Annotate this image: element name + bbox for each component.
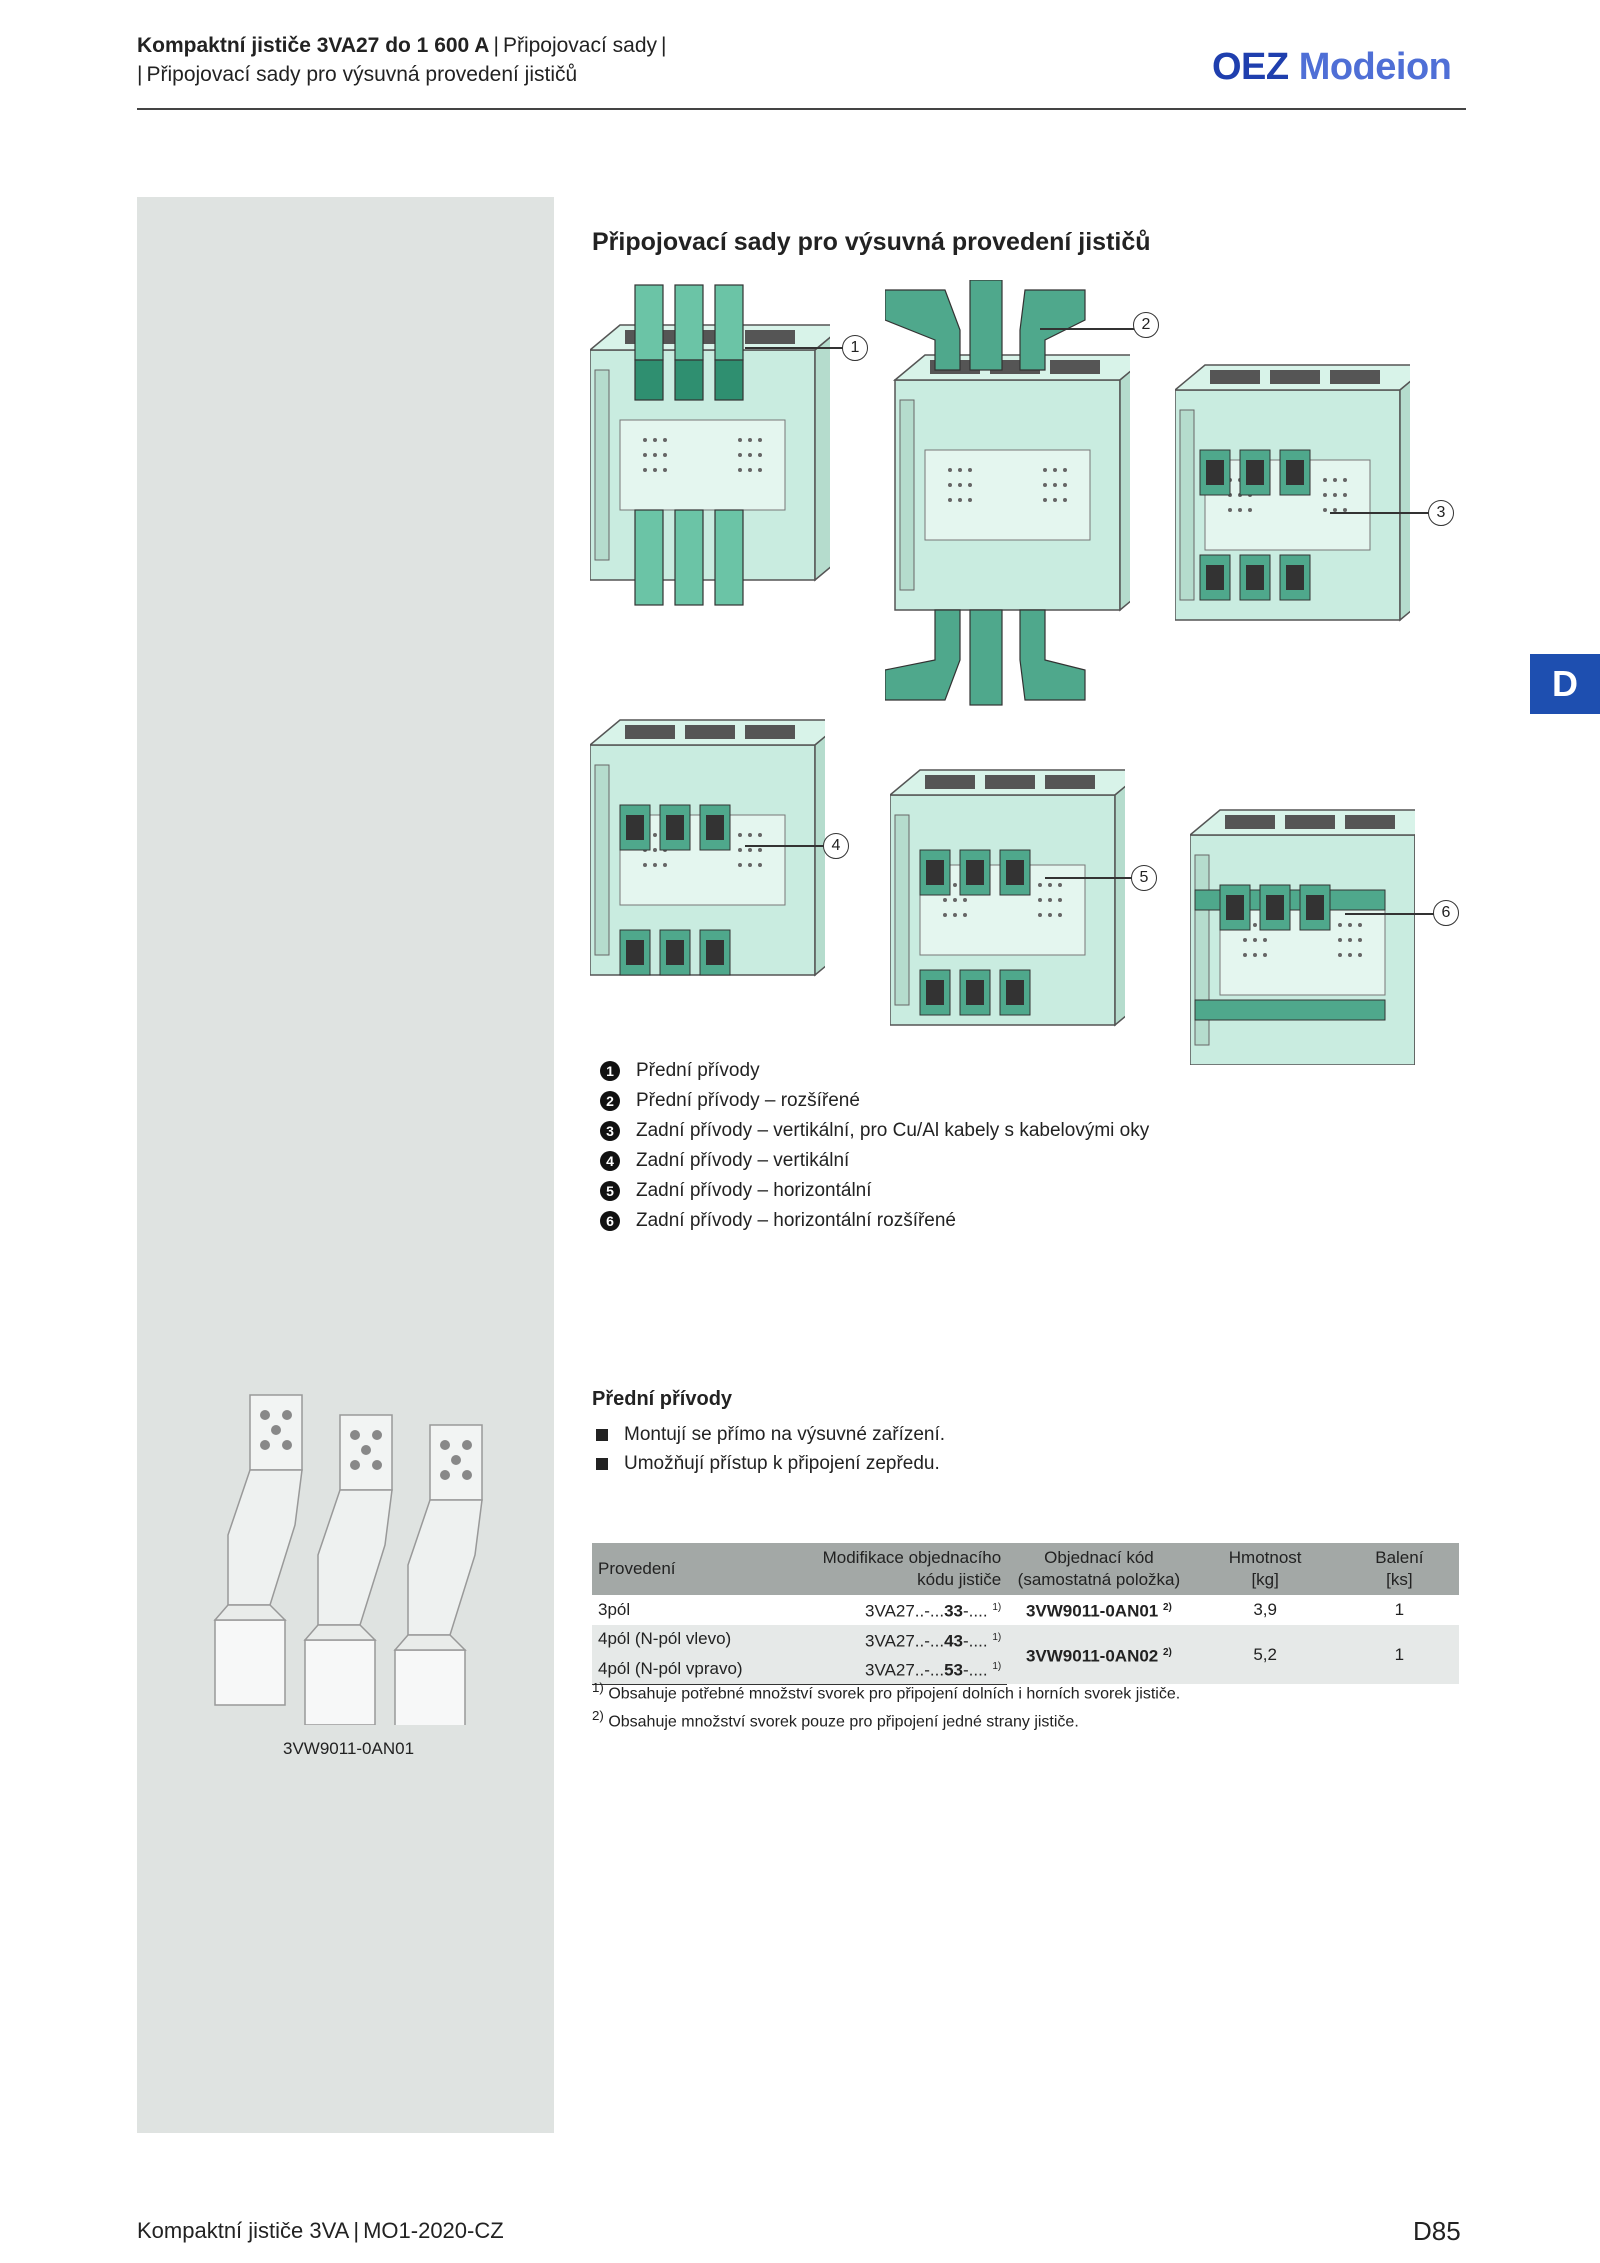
- bullet-square-icon: [596, 1457, 608, 1470]
- col-weight: Hmotnost[kg]: [1190, 1543, 1340, 1595]
- callout-leader: [745, 347, 845, 349]
- callout-leader: [1330, 512, 1430, 514]
- header-subtitle: |Připojovací sady pro výsuvná provedení …: [137, 63, 578, 86]
- callout-leader: [1040, 328, 1135, 330]
- col-order-code: Objednací kód(samostatná položka): [1007, 1543, 1191, 1595]
- header-title: Kompaktní jističe 3VA27 do 1 600 A|Připo…: [137, 34, 667, 57]
- diagram-rear-horizontal: [890, 769, 1125, 1026]
- subsection-title: Přední přívody: [592, 1388, 733, 1410]
- callout-leader: [1045, 877, 1133, 879]
- callout-2: 2: [1133, 312, 1159, 338]
- oez-modeion-logo: OEZ Modeion: [1212, 46, 1452, 88]
- header-divider: [137, 108, 1466, 110]
- bullet-item: Montují se přímo na výsuvné zařízení.: [596, 1420, 945, 1449]
- diagram-rear-horizontal-extended: [1190, 809, 1415, 1065]
- bullet-list: Montují se přímo na výsuvné zařízení. Um…: [596, 1420, 945, 1478]
- footnote: 1) Obsahuje potřebné množství svorek pro…: [592, 1680, 1181, 1703]
- footnote: 2) Obsahuje množství svorek pouze pro př…: [592, 1708, 1079, 1731]
- diagram-front-extended: [885, 280, 1130, 706]
- table-row: 4pól (N-pól vlevo) 3VA27..-...43-.... 1)…: [592, 1624, 1459, 1685]
- footer-publication: Kompaktní jističe 3VA|MO1-2020-CZ: [137, 2218, 504, 2243]
- table-row: 3pól 3VA27..-...33-.... 1) 3VW9011-0AN01…: [598, 1599, 1405, 1621]
- callout-leader: [1345, 913, 1435, 915]
- product-image-front-connections: [213, 1394, 483, 1725]
- callout-5: 5: [1131, 865, 1157, 891]
- bullet-square-icon: [596, 1428, 608, 1441]
- callout-4: 4: [823, 833, 849, 859]
- diagram-front-connections: [590, 284, 830, 606]
- bullet-item: Umožňují přístup k připojení zepředu.: [596, 1449, 945, 1478]
- col-variant: Provedení: [592, 1543, 799, 1595]
- callout-6: 6: [1433, 900, 1459, 926]
- chapter-tab[interactable]: D: [1530, 654, 1600, 714]
- page-number: D85: [1413, 2216, 1461, 2246]
- callout-1: 1: [842, 335, 868, 361]
- callout-leader: [745, 845, 825, 847]
- callout-3: 3: [1428, 500, 1454, 526]
- product-image-caption: 3VW9011-0AN01: [283, 1739, 415, 1758]
- col-pack: Balení[ks]: [1339, 1543, 1459, 1595]
- table-row: 4pól (N-pól vpravo) 3VA27..-...53-.... 1…: [592, 1654, 1459, 1685]
- sidebar-panel: [137, 197, 554, 2133]
- diagram-rear-vertical: [590, 719, 825, 976]
- section-title: Připojovací sady pro výsuvná provedení j…: [592, 228, 1151, 256]
- diagram-rear-vertical-cable: [1175, 364, 1410, 621]
